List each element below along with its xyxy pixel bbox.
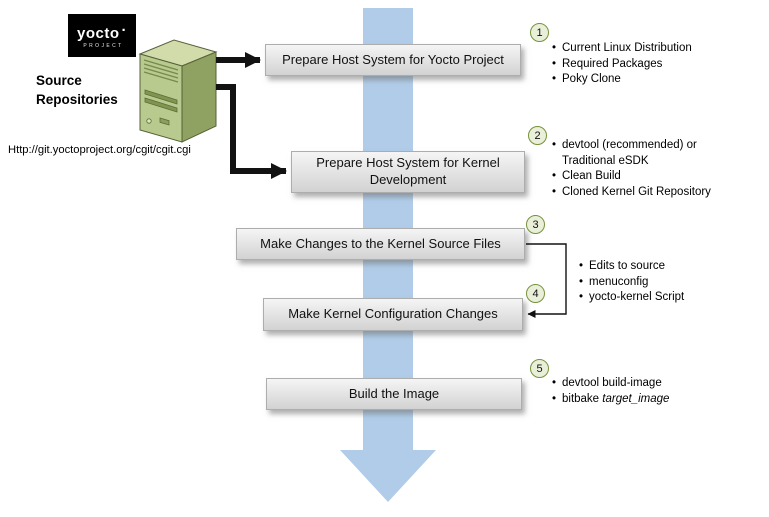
yocto-logo-brand: yocto· <box>77 22 127 42</box>
step1-bullets: Current Linux DistributionRequired Packa… <box>551 41 751 88</box>
bracket-step3-to-step4 <box>526 243 567 318</box>
step-number-badge-1: 1 <box>530 23 549 42</box>
step-box-build-image: Build the Image <box>266 378 522 410</box>
step-label: Make Changes to the Kernel Source Files <box>260 235 501 251</box>
bullet-item: Current Linux Distribution <box>551 41 751 57</box>
step-number-badge-3: 3 <box>526 215 545 234</box>
server-icon <box>138 39 218 143</box>
bullet-item: bitbake target_image <box>551 392 731 408</box>
step-label: Build the Image <box>348 385 440 401</box>
step-box-make-config-changes: Make Kernel Configuration Changes <box>263 298 523 331</box>
logo-text: yocto <box>76 25 120 42</box>
step-label: Prepare Host System for Yocto Project <box>282 51 504 67</box>
source-repositories-label: Source Repositories <box>36 73 118 107</box>
bullet-item: Clean Build <box>551 169 721 185</box>
step5-bullets: devtool build-imagebitbake target_image <box>551 376 731 407</box>
bullet-item: Poky Clone <box>551 72 751 88</box>
steps3-4-bullets: Edits to sourcemenuconfigyocto-kernel Sc… <box>578 259 748 306</box>
bullet-item: yocto-kernel Script <box>578 290 748 306</box>
step-number-badge-4: 4 <box>526 284 545 303</box>
bullet-item: Cloned Kernel Git Repository <box>551 185 721 201</box>
repository-url: Http://git.yoctoproject.org/cgit/cgit.cg… <box>8 144 191 156</box>
bullet-item: menuconfig <box>578 275 748 291</box>
logo-dot: · <box>121 22 127 39</box>
yocto-logo: yocto· PROJECT <box>68 14 136 57</box>
step-box-prepare-host-yocto: Prepare Host System for Yocto Project <box>265 44 521 76</box>
step-label: Make Kernel Configuration Changes <box>288 306 498 322</box>
step-number-badge-2: 2 <box>528 126 547 145</box>
step2-bullets: devtool (recommended) or Traditional eSD… <box>551 138 721 200</box>
step-box-prepare-host-kernel: Prepare Host System for Kernel Developme… <box>291 151 525 193</box>
logo-subtext: PROJECT <box>83 43 124 49</box>
step-number-badge-5: 5 <box>530 359 549 378</box>
bullet-item: Required Packages <box>551 57 751 73</box>
step-label: Prepare Host System for Kernel Developme… <box>316 155 500 187</box>
arrow-server-to-step2 <box>216 84 287 179</box>
bullet-item: devtool build-image <box>551 376 731 392</box>
bullet-item: Edits to source <box>578 259 748 275</box>
step-box-make-source-changes: Make Changes to the Kernel Source Files <box>236 228 525 260</box>
bullet-item: devtool (recommended) or Traditional eSD… <box>551 138 721 169</box>
